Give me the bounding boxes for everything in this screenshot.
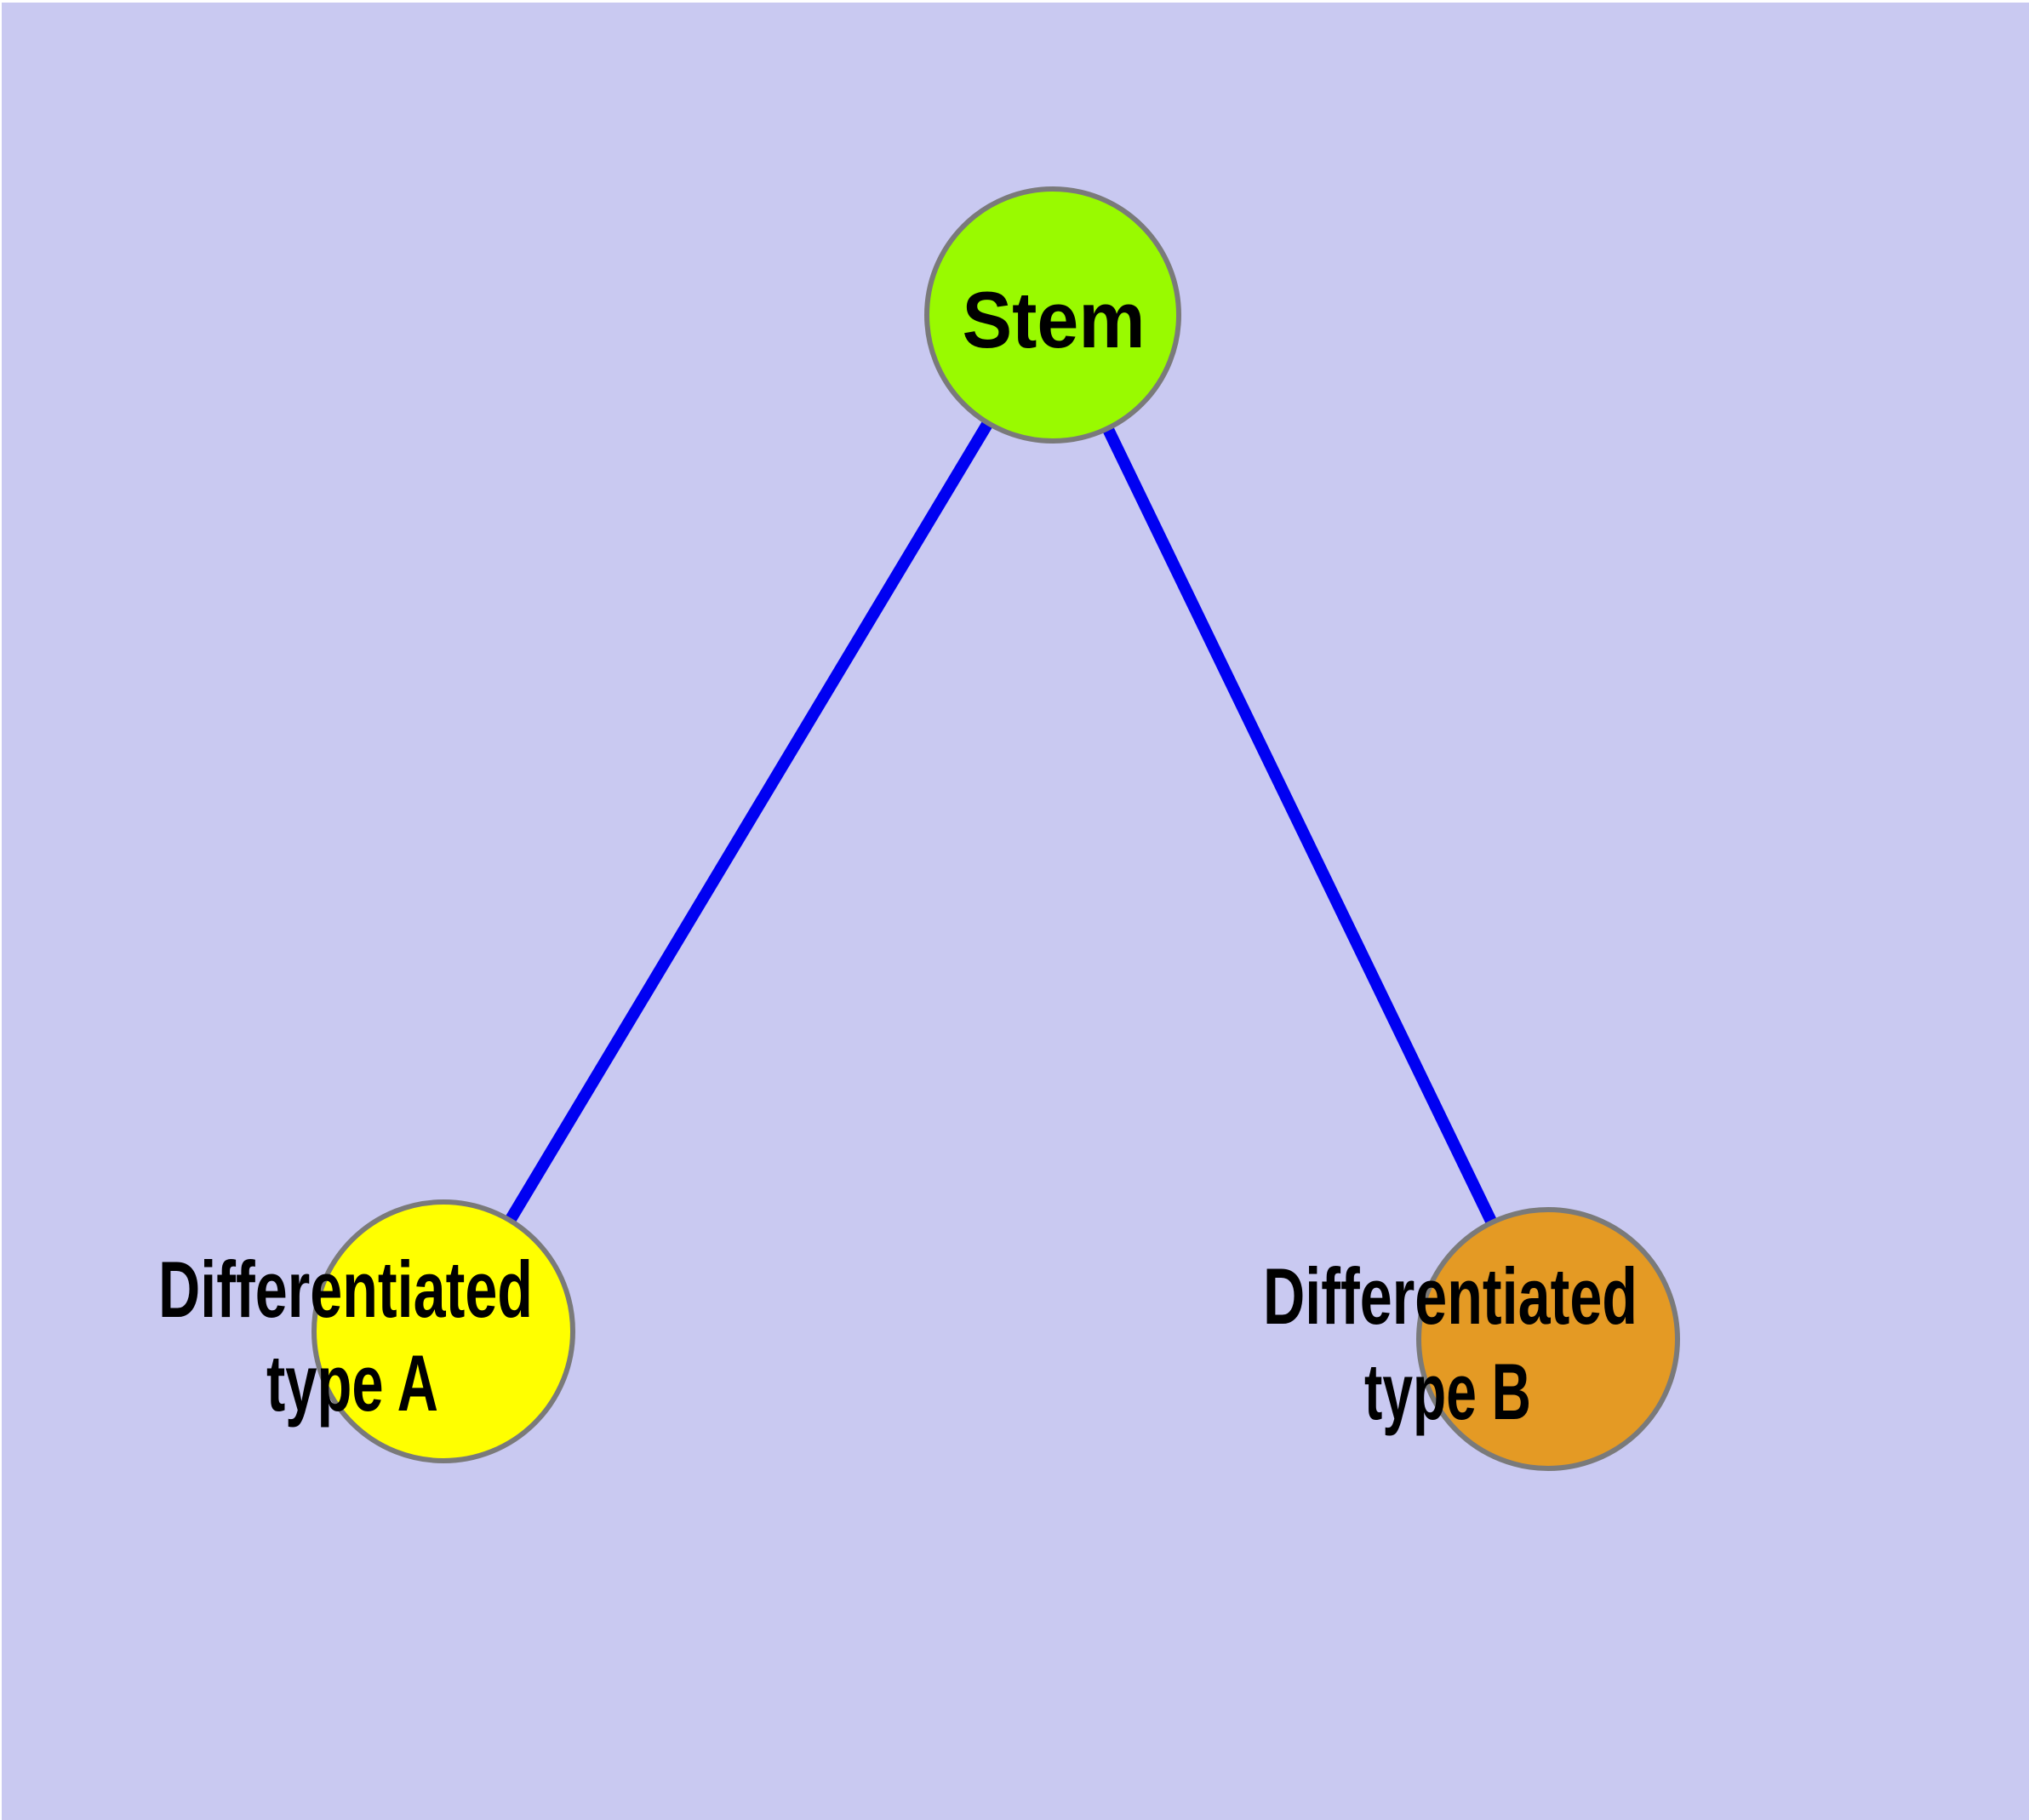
- node-type-a-label-line2: type A: [266, 1338, 438, 1428]
- node-stem: [924, 186, 1181, 444]
- node-differentiated-type-b: [1416, 1207, 1680, 1471]
- node-stem-label: Stem: [963, 275, 1146, 364]
- node-type-b-label-line1: Differentiated: [1263, 1251, 1637, 1341]
- frame-highlight-top: [0, 0, 2029, 3]
- node-type-b-label-line2: type B: [1364, 1347, 1531, 1436]
- frame-highlight-left: [0, 0, 2, 1820]
- node-type-a-label-line1: Differentiated: [158, 1245, 533, 1334]
- node-differentiated-type-a: [311, 1199, 575, 1463]
- edge-stem-to-type-b: [1047, 312, 1554, 1342]
- edge-stem-to-type-a: [437, 312, 1059, 1335]
